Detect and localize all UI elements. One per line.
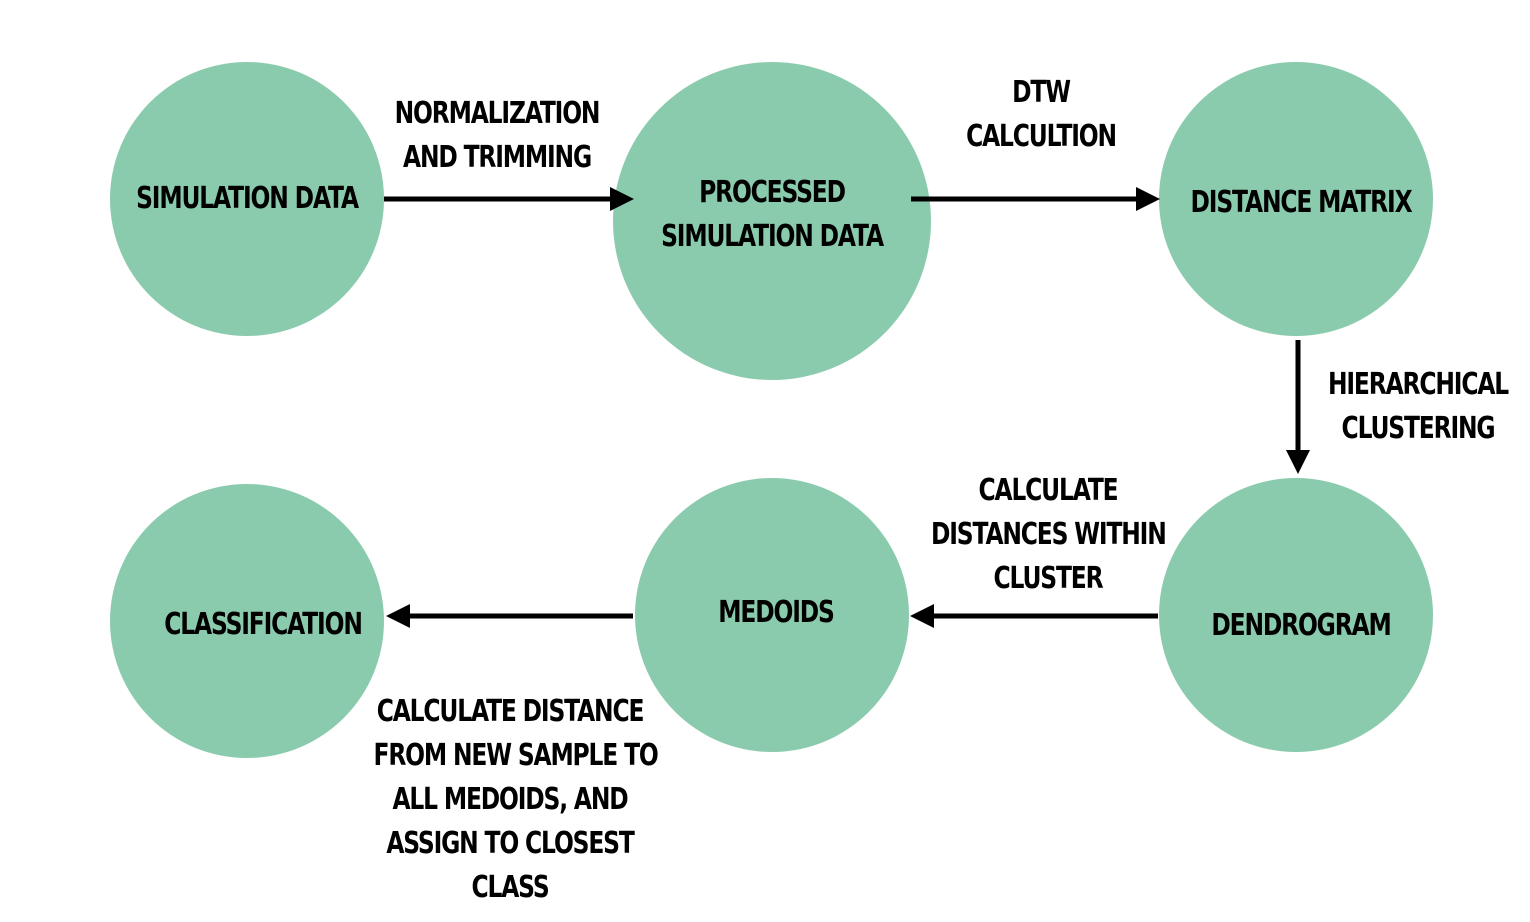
arrowhead-assign (386, 604, 410, 628)
node-label-classification: CLASSIFICATION (164, 607, 363, 642)
edge-label-normalization: NORMALIZATION AND TRIMMING (394, 96, 601, 175)
node-simulation-data (110, 62, 384, 336)
node-processed-simulation-data (613, 62, 931, 380)
node-label-distance-matrix: DISTANCE MATRIX (1190, 185, 1413, 220)
edge-label-dtw: DTW CALCULTION (966, 75, 1117, 154)
node-medoids (635, 478, 909, 752)
node-label-simulation-data: SIMULATION DATA (136, 181, 359, 216)
edge-label-hierarchical: HIERARCHICAL CLUSTERING (1327, 367, 1509, 446)
arrowhead-dtw (1136, 187, 1160, 211)
arrowhead-normalization (610, 187, 634, 211)
edge-label-assign: CALCULATE DISTANCE FROM NEW SAMPLE TO AL… (373, 694, 659, 905)
node-label-processed-simulation-data: PROCESSED SIMULATION DATA (661, 175, 884, 254)
node-classification (110, 484, 384, 758)
arrowhead-hierarchical (1286, 450, 1310, 474)
node-label-dendrogram: DENDROGRAM (1211, 608, 1391, 643)
edge-label-within-cluster: CALCULATE DISTANCES WITHIN CLUSTER (931, 473, 1167, 596)
arrowhead-within-cluster (910, 604, 934, 628)
node-label-medoids: MEDOIDS (718, 595, 835, 630)
node-distance-matrix (1159, 62, 1433, 336)
node-dendrogram (1159, 478, 1433, 752)
